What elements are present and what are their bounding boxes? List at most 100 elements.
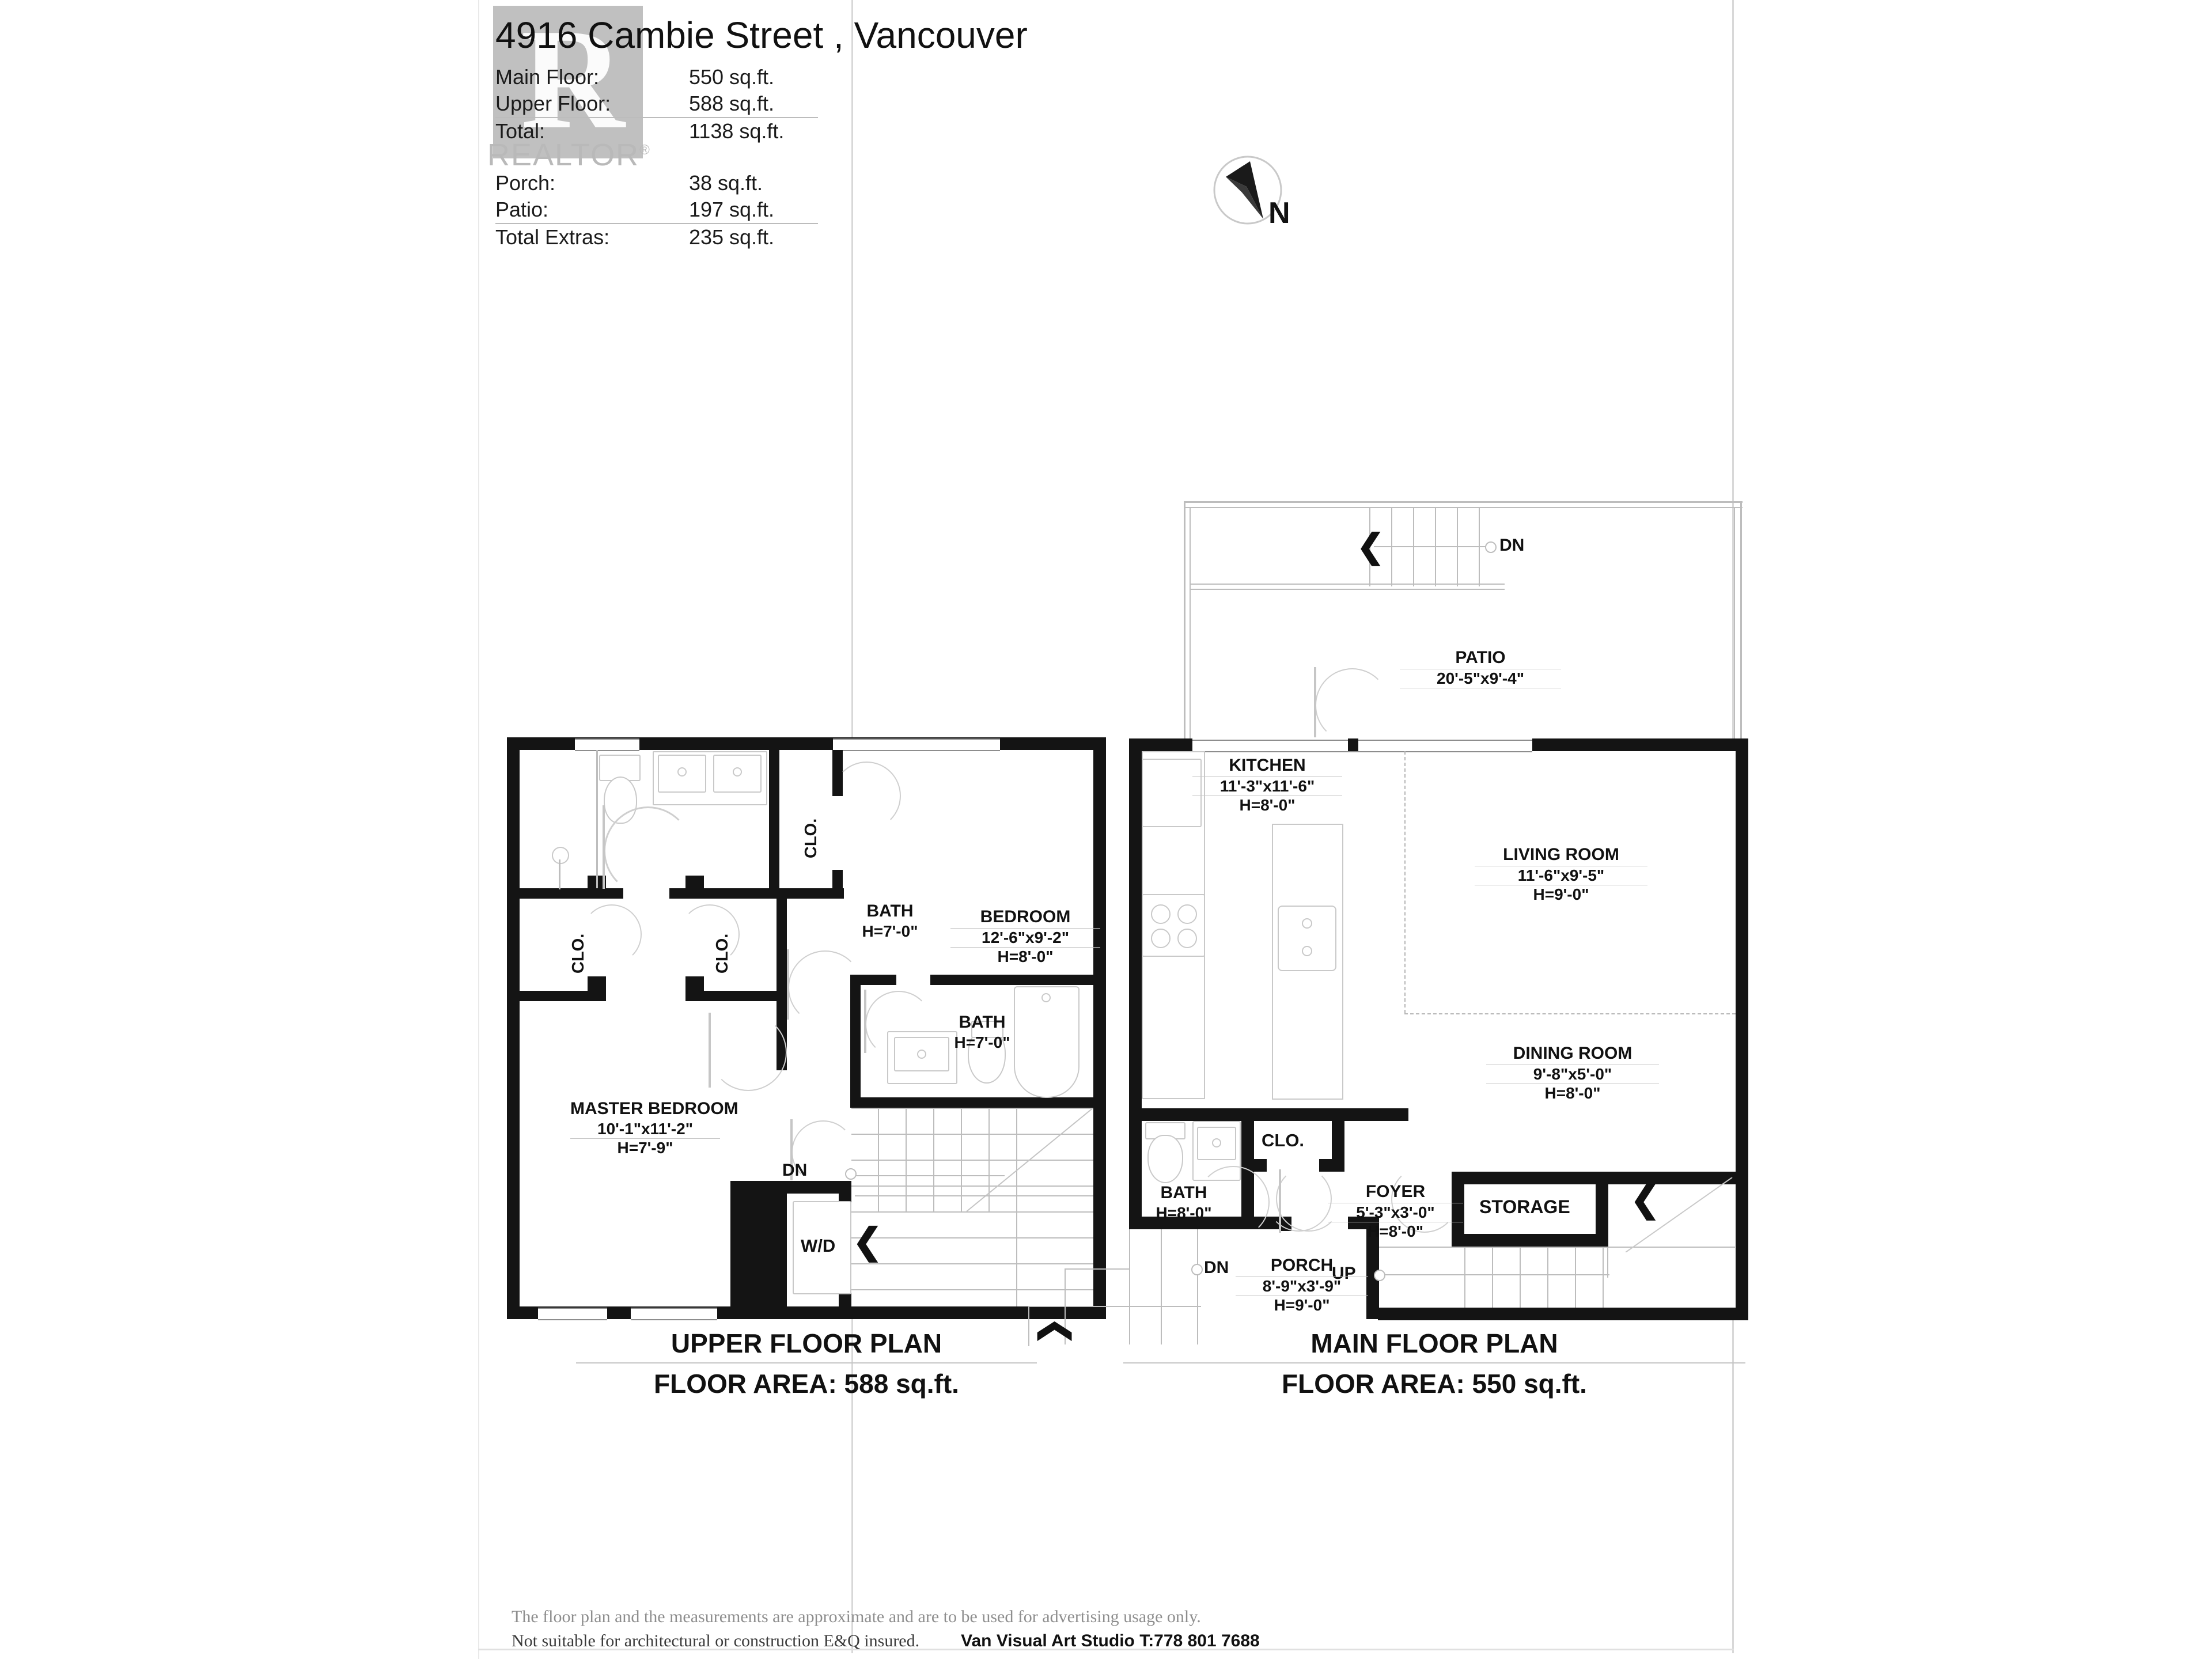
main-plan-area-text: FLOOR AREA: 550 sq.ft. [1282,1369,1587,1399]
main-floor-plan-title: MAIN FLOOR PLAN FLOOR AREA: 550 sq.ft. [1123,1328,1745,1399]
room-height: H=7'-0" [954,1033,1010,1051]
stair-step [851,1289,1093,1290]
room-name: BATH [866,902,914,921]
door-swing-bath2 [865,991,932,1058]
fixture-stem [559,859,560,889]
total-label: Total: [495,117,637,145]
wd-label: W/D [801,1236,836,1256]
stair-step [851,1263,1093,1264]
sink-drain-icon [1302,918,1312,929]
window-upper-bottom-a [538,1308,607,1320]
studio-credit: Van Visual Art Studio T:778 801 7688 [961,1631,1260,1650]
dn-label-porch: DN [1204,1258,1229,1277]
interior-wall-hall-left [777,1001,787,1070]
window-upper-top-right [833,738,1000,751]
jamb-bath-door-main [1279,1217,1291,1231]
stair-diagonal-icon [966,1108,1093,1212]
patio-edge-top-inner [1184,507,1743,508]
jamb-clo-left [588,976,606,993]
door-swing-bedroom-closet [832,762,901,830]
room-name: KITCHEN [1192,756,1342,777]
porch-rail-2 [1197,1229,1198,1344]
toilet-bowl-icon [1147,1135,1183,1183]
porch-rail [1161,1229,1162,1344]
room-label-bath-upper: BATH H=7'-0" [835,902,945,940]
burner-icon [1151,904,1171,924]
upper-floor-value: 588 sq.ft. [688,92,775,116]
exterior-wall-porch-right [1366,1217,1379,1319]
compass-north-label: N [1268,196,1290,230]
interior-wall-clo-stub [832,870,843,899]
room-dims: 5'-3"x3'-0" [1328,1203,1463,1222]
door-swing-bath [604,806,692,895]
room-name: MASTER BEDROOM [570,1099,738,1118]
interior-wall-closet-right [1332,1108,1344,1172]
room-label-porch: PORCH 8'-9"x3'-9" H=9'-0" [1236,1256,1368,1314]
room-name: PORCH [1236,1256,1368,1277]
sink-drain-icon [917,1050,926,1059]
refrigerator-icon [1142,759,1202,827]
stair-riser [1492,1248,1493,1308]
interior-wall-clo-left-bottom [520,991,606,1001]
upper-floor-plan-title: UPPER FLOOR PLAN FLOOR AREA: 588 sq.ft. [576,1328,1037,1399]
table-row: Total Extras: 235 sq.ft. [495,223,818,251]
storage-wall-bottom [1452,1234,1607,1247]
jamb-bath-mid [685,876,704,892]
storage-wall-top [1452,1172,1737,1184]
jamb-bath-main [1241,1159,1267,1172]
patio-edge-right-inner [1734,507,1735,743]
room-dims: 9'-8"x5'-0" [1486,1065,1659,1084]
door-leaf-laundry [790,1119,793,1180]
stair-diagonal-icon [1625,1177,1733,1252]
room-dims: 10'-1"x11'-2" [570,1120,720,1139]
exterior-wall-top-left [1129,738,1192,751]
room-name: BEDROOM [950,907,1100,929]
room-label-master-bedroom: MASTER BEDROOM 10'-1"x11'-2" H=7'-9" [570,1099,738,1157]
porch-step-left-2 [1028,1306,1029,1346]
patio-dn-marker-dot [1485,541,1497,553]
page-border-bottom [478,1649,1734,1650]
up-leader-line [1379,1274,1609,1275]
door-leaf-bath [603,805,605,889]
room-dims: 20'-5"x9'-4" [1400,669,1561,688]
compass-rose: N [1209,151,1301,249]
patio-edge-left-inner [1190,507,1191,743]
main-plan-title-text: MAIN FLOOR PLAN [1123,1328,1745,1363]
exterior-wall-bath-left [1129,1108,1142,1229]
door-leaf-master [709,1013,711,1088]
stair-riser [961,1108,962,1211]
interior-wall-closet-top [1241,1108,1408,1121]
door-swing-clo-left [582,904,642,964]
patio-stair-riser [1391,508,1392,586]
storage-wall-left [1452,1172,1464,1247]
dn-label-upper: DN [782,1161,808,1180]
dn-marker-dot [845,1168,857,1180]
sink-drain-icon [1212,1138,1221,1147]
disclaimer-line-2-text: Not suitable for architectural or constr… [512,1631,920,1650]
interior-wall-clo-mid-right [777,899,787,1001]
stair-riser [933,1108,934,1211]
room-label-bath-upper-2: BATH H=7'-0" [930,1013,1034,1051]
toilet-tank-icon [971,1021,1003,1038]
table-row: Upper Floor: 588 sq.ft. [495,90,818,118]
interior-wall-clo-left-top [832,750,843,796]
patio-dn-leader [1374,546,1489,547]
room-dims: 8'-9"x3'-9" [1236,1277,1368,1296]
interior-wall-wd-top [787,1181,851,1194]
door-leaf-bath2 [864,990,866,1053]
stair-riser [1575,1248,1576,1308]
dn-leader-line [855,1175,1005,1176]
dn-label-patio: DN [1499,536,1525,555]
stair-step [851,1185,1093,1187]
living-area-divider-vertical [1404,751,1406,1013]
total-extras-label: Total Extras: [495,223,637,251]
storage-wall-right [1596,1172,1608,1247]
patio-edge-left [1184,501,1185,743]
patio-stair-arrow: ❮ [1357,528,1385,565]
room-name: FOYER [1328,1182,1463,1203]
burner-icon [1177,904,1197,924]
disclaimer-line-2: Not suitable for architectural or constr… [512,1631,1491,1651]
closet-label-main: CLO. [1262,1130,1305,1150]
cooktop-icon [1142,894,1205,957]
